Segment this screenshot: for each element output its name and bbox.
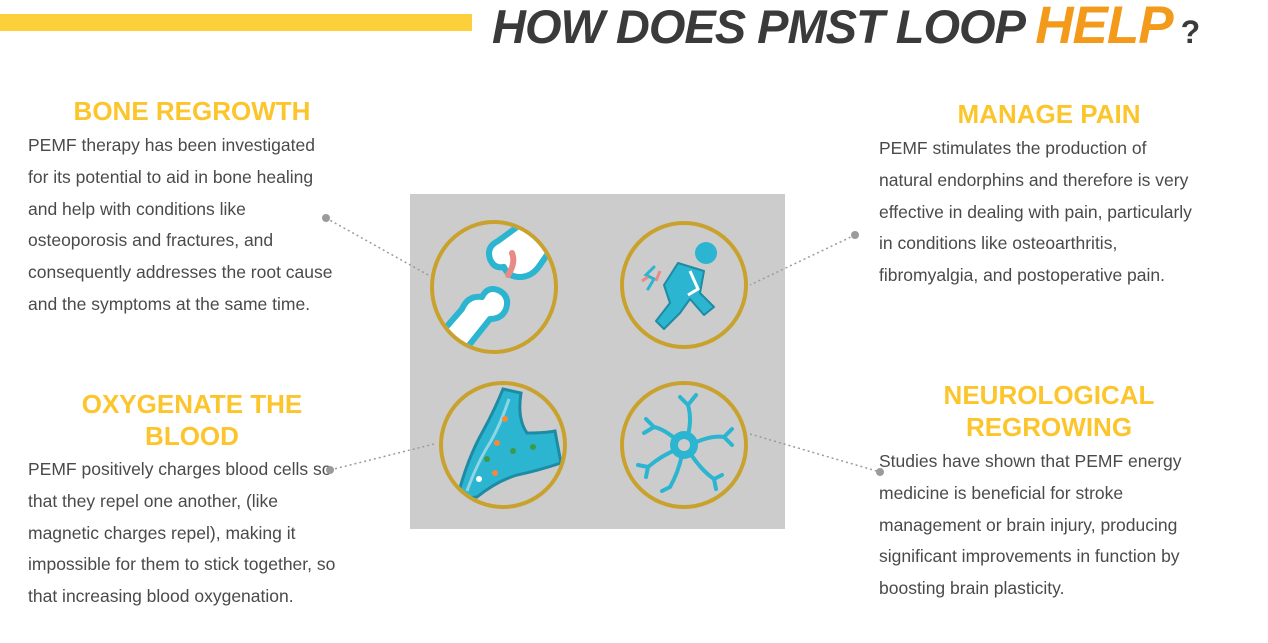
connector-dot-pain: [851, 231, 859, 239]
blood-vessel-icon: [439, 381, 567, 509]
neuron-icon: [620, 381, 748, 509]
bone-regrowth-title: BONE REGROWTH: [73, 96, 311, 126]
oxygenate-blood-title: OXYGENATE THE BLOOD: [81, 389, 303, 451]
neurological-regrowing-title: NEUROLOGICAL REGROWING: [943, 380, 1155, 442]
manage-pain-text: PEMF stimulates the production of natura…: [879, 138, 1192, 286]
pain-person-icon: [620, 221, 748, 349]
page-title-question-mark: ?: [1180, 14, 1201, 50]
page-title-main: HOW DOES PMST LOOP: [492, 0, 1036, 53]
top-accent-bar: [0, 14, 472, 31]
bone-joint-icon: [430, 220, 558, 354]
bone-regrowth-text: PEMF therapy has been investigated for i…: [28, 135, 333, 314]
manage-pain-title: MANAGE PAIN: [957, 99, 1141, 129]
page-title-accent: HELP: [1035, 0, 1173, 55]
oxygenate-blood-text: PEMF positively charges blood cells so t…: [28, 459, 336, 607]
neurological-regrowing-text: Studies have shown that PEMF energy medi…: [879, 451, 1182, 599]
page-title: HOW DOES PMST LOOP HELP?: [492, 0, 1201, 56]
